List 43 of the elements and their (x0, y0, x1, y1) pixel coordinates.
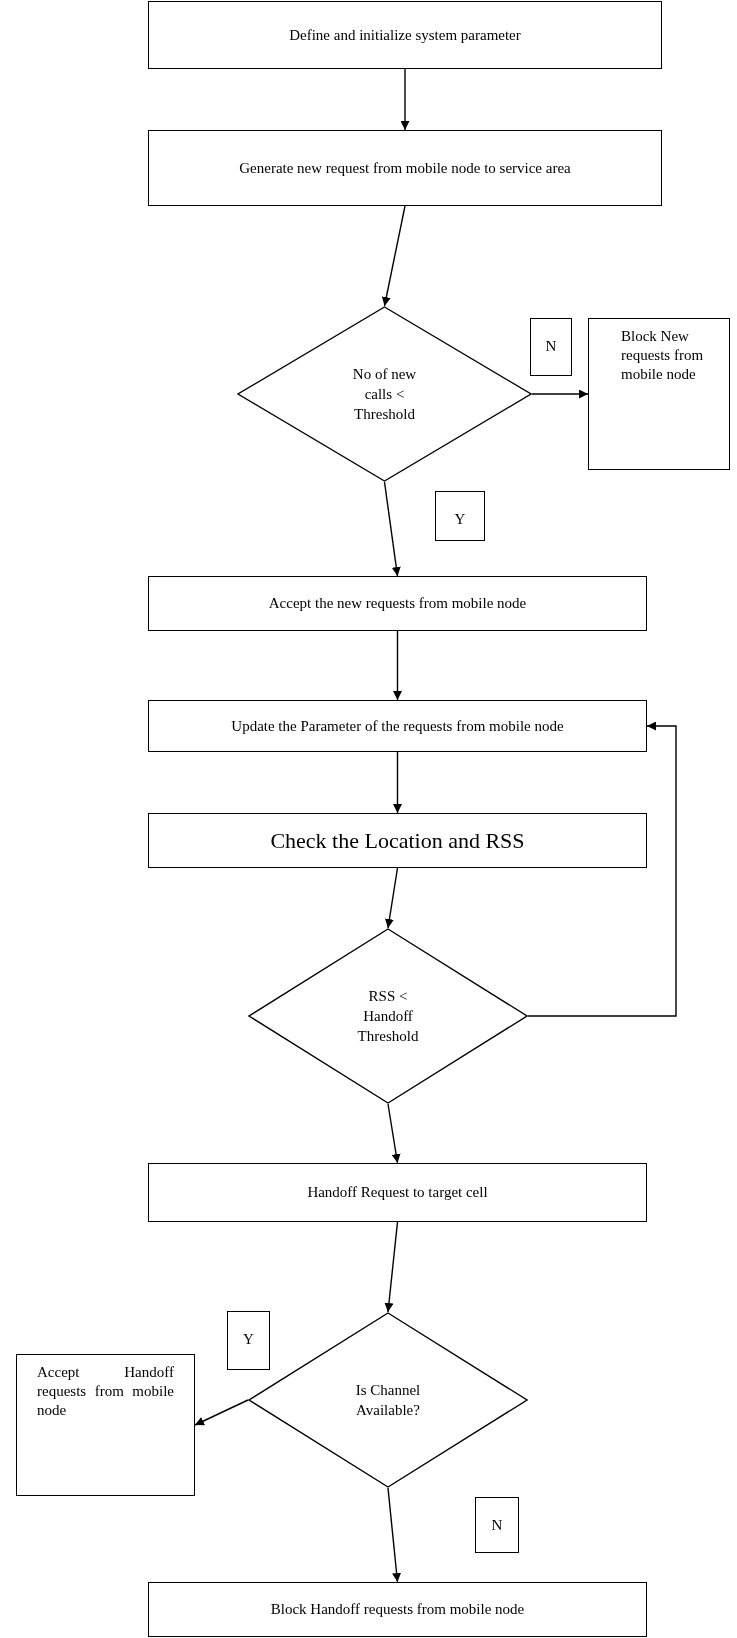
branch-label-box (435, 491, 485, 541)
process-box (148, 813, 647, 868)
node-text: N (545, 337, 557, 356)
node-text: Generate new request from mobile node to service area (239, 158, 571, 178)
arrow (387, 1487, 402, 1583)
process-box (148, 130, 662, 206)
node-text: N (491, 1516, 503, 1535)
process-box (148, 1582, 647, 1637)
decision-diamond (248, 928, 528, 1104)
node-text: Y (454, 510, 466, 529)
branch-label-box (530, 318, 572, 376)
arrow (383, 481, 401, 577)
decision-diamond (237, 306, 532, 482)
arrow (387, 1103, 401, 1164)
arrow (527, 721, 677, 1017)
node-text: No of new calls < Threshold (352, 366, 417, 422)
process-box (16, 1354, 195, 1496)
process-box (588, 318, 730, 470)
node-text: RSS < Handoff Threshold (357, 988, 419, 1044)
arrow (381, 205, 406, 307)
node-text: Update the Parameter of the requests from mobile node (231, 716, 564, 736)
node-text: Block Handoff requests from mobile node (270, 1600, 525, 1620)
node-text: Accept Handoff requests from mobile node (37, 1364, 174, 1418)
node-text: Accept the new requests from mobile node (268, 594, 527, 614)
branch-label-box (227, 1311, 270, 1370)
arrow (384, 867, 399, 929)
process-box (148, 1163, 647, 1222)
node-text: Handoff Request to target cell (307, 1183, 488, 1203)
process-box (148, 1, 662, 69)
arrow (194, 1399, 249, 1426)
node-text: Check the Location and RSS (270, 827, 525, 855)
branch-label-box (475, 1497, 519, 1553)
node-text: Y (243, 1330, 254, 1349)
node-text: Define and initialize system parameter (289, 25, 521, 45)
arrow (531, 389, 589, 399)
arrow (400, 68, 410, 131)
node-text: Is Channel Available? (355, 1382, 421, 1418)
node-text: Block New requests from mobile node (621, 328, 704, 382)
process-box (148, 576, 647, 631)
arrow (393, 751, 402, 814)
arrow (384, 1221, 399, 1313)
arrow (393, 630, 402, 701)
process-box (148, 700, 647, 752)
